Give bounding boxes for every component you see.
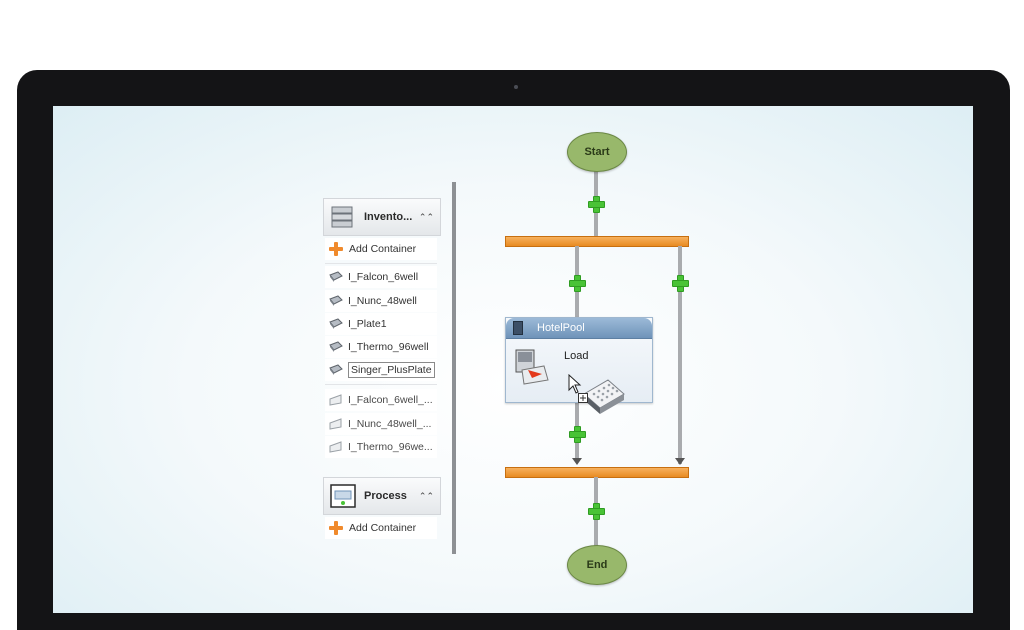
dragged-plate-icon: [583, 379, 625, 414]
list-item-label: I_Falcon_6well_...: [348, 394, 433, 406]
add-icon: [329, 521, 343, 535]
insert-step-icon[interactable]: [588, 503, 605, 520]
list-item[interactable]: I_Thermo_96well: [325, 336, 437, 358]
insert-step-icon[interactable]: [672, 275, 689, 292]
add-container-label: Add Container: [349, 243, 417, 255]
process-header-label: Process: [364, 490, 407, 502]
inventory-header[interactable]: Invento... ⌃⌃: [323, 198, 441, 236]
end-label: End: [586, 559, 608, 571]
inventory-icon: [331, 206, 353, 228]
process-header[interactable]: Process ⌃⌃: [323, 477, 441, 515]
list-item-label: I_Falcon_6well: [348, 271, 419, 283]
list-item-label: I_Thermo_96we...: [348, 441, 433, 453]
list-item[interactable]: I_Nunc_48well_...: [325, 413, 437, 435]
mouse-cursor-icon: [568, 374, 582, 394]
list-item[interactable]: I_Falcon_6well: [325, 266, 437, 288]
collapse-icon[interactable]: ⌃⌃: [418, 490, 434, 501]
start-label: Start: [584, 146, 610, 158]
container-icon: [329, 418, 342, 430]
inventory-header-label: Invento...: [364, 211, 413, 223]
plate-icon: [329, 364, 343, 375]
add-icon: [329, 242, 343, 256]
list-item-label: I_Nunc_48well_...: [348, 418, 432, 430]
insert-step-icon[interactable]: [569, 426, 586, 443]
list-item[interactable]: I_Plate1: [325, 313, 437, 335]
add-container-label: Add Container: [349, 522, 417, 534]
process-add-container[interactable]: Add Container: [325, 517, 437, 539]
connector: [678, 246, 682, 464]
start-node[interactable]: Start: [567, 132, 627, 172]
arrow-head: [572, 458, 582, 465]
container-icon: [329, 441, 342, 453]
panel-splitter[interactable]: [452, 182, 456, 554]
step-header: HotelPool: [506, 318, 652, 339]
plate-icon: [329, 318, 343, 329]
list-item-label: I_Thermo_96well: [348, 341, 429, 353]
plate-icon: [329, 341, 343, 352]
webcam: [514, 85, 518, 89]
step-title: HotelPool: [537, 322, 585, 334]
app-screen: Invento... ⌃⌃ Add Container I_Falcon_6we…: [53, 106, 973, 613]
process-icon: [330, 484, 356, 508]
collapse-icon[interactable]: ⌃⌃: [418, 211, 434, 222]
divider: [325, 384, 437, 385]
inventory-add-container[interactable]: Add Container: [325, 238, 437, 260]
arrow-head: [675, 458, 685, 465]
divider: [325, 263, 437, 264]
list-item-label: I_Nunc_48well: [348, 295, 417, 307]
insert-step-icon[interactable]: [569, 275, 586, 292]
list-item[interactable]: I_Falcon_6well_...: [325, 389, 437, 411]
list-item[interactable]: I_Nunc_48well: [325, 290, 437, 312]
hotelpool-step[interactable]: HotelPool Load: [505, 317, 653, 403]
list-item-selected[interactable]: Singer_PlusPlate: [325, 359, 437, 381]
plate-icon: [329, 271, 343, 282]
step-action-label: Load: [564, 350, 589, 362]
hotel-icon: [513, 321, 523, 335]
load-device-icon: [515, 349, 549, 385]
list-item-label: Singer_PlusPlate: [348, 362, 435, 378]
insert-step-icon[interactable]: [588, 196, 605, 213]
list-item-label: I_Plate1: [348, 318, 387, 330]
parallel-split-bar[interactable]: [505, 236, 689, 247]
container-icon: [329, 394, 342, 406]
end-node[interactable]: End: [567, 545, 627, 585]
drop-add-icon: [578, 393, 588, 403]
plate-icon: [329, 295, 343, 306]
list-item[interactable]: I_Thermo_96we...: [325, 436, 437, 458]
